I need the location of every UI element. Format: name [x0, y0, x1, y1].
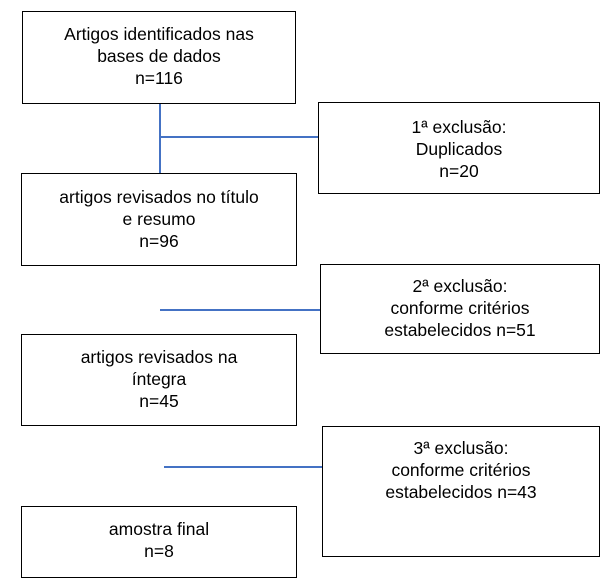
box-title-abstract-line-1: artigos revisados no título	[59, 187, 259, 207]
box-title-abstract-line-2: e resumo	[122, 209, 196, 229]
box-exclusion-2-title: 2ª exclusão:	[412, 276, 508, 296]
box-exclusion-3-line-3: estabelecidos n=43	[385, 482, 537, 502]
box-full-text: artigos revisados na íntegra n=45	[21, 334, 297, 426]
connector-vertical-1	[159, 104, 161, 173]
connector-exclusion-1	[160, 136, 318, 138]
connector-exclusion-3	[164, 466, 322, 468]
connector-exclusion-2	[160, 309, 320, 311]
box-exclusion-3-line-2: conforme critérios	[391, 460, 531, 480]
box-exclusion-1-count: n=20	[439, 161, 479, 181]
box-title-abstract-count: n=96	[139, 231, 179, 251]
box-title-abstract: artigos revisados no título e resumo n=9…	[21, 173, 297, 266]
box-exclusion-1: 1ª exclusão: Duplicados n=20	[318, 102, 600, 194]
box-exclusion-3-title: 3ª exclusão:	[413, 438, 509, 458]
box-identified-count: n=116	[135, 68, 183, 88]
box-exclusion-3: 3ª exclusão: conforme critérios estabele…	[322, 426, 600, 557]
box-full-text-line-1: artigos revisados na	[80, 347, 238, 367]
box-final-sample-count: n=8	[144, 541, 174, 561]
box-exclusion-1-line-2: Duplicados	[415, 139, 503, 159]
box-exclusion-2-line-3: estabelecidos n=51	[384, 320, 536, 340]
box-final-sample: amostra final n=8	[21, 506, 297, 578]
box-exclusion-1-title: 1ª exclusão:	[411, 117, 507, 137]
box-exclusion-2: 2ª exclusão: conforme critérios estabele…	[320, 264, 600, 354]
box-identified: Artigos identificados nas bases de dados…	[22, 11, 296, 104]
box-final-sample-line-1: amostra final	[108, 519, 210, 539]
box-exclusion-2-line-2: conforme critérios	[390, 298, 530, 318]
box-identified-line-2: bases de dados	[97, 46, 221, 66]
box-full-text-line-2: íntegra	[131, 369, 187, 389]
box-full-text-count: n=45	[139, 391, 179, 411]
box-identified-line-1: Artigos identificados nas	[64, 24, 254, 44]
